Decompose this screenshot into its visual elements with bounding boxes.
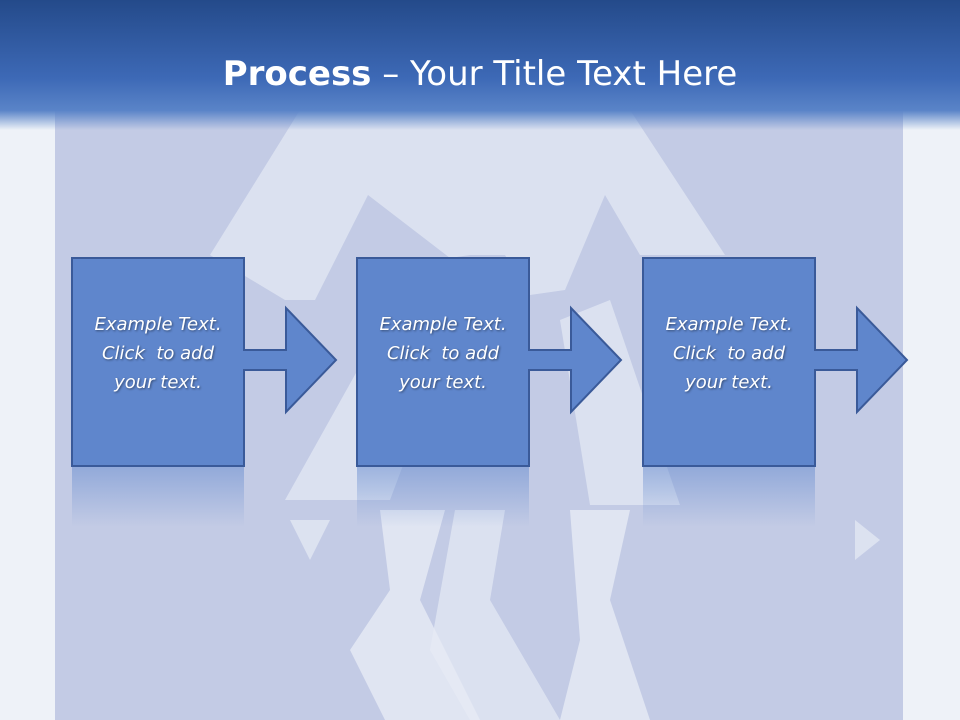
process-step-1[interactable] — [70, 256, 342, 468]
process-step-2[interactable] — [355, 256, 627, 468]
title-bold: Process — [222, 54, 372, 94]
arrow-right-icon — [814, 305, 909, 415]
step-3-line-2: Click to add — [672, 343, 785, 364]
title-rest: – Your Title Text Here — [371, 54, 738, 94]
step-1-text[interactable]: Example Text. Click to add your text. — [72, 310, 244, 397]
process-step-3[interactable] — [641, 256, 913, 468]
step-2-line-1: Example Text. — [379, 314, 507, 335]
step-2-line-2: Click to add — [386, 343, 499, 364]
step-3-text[interactable]: Example Text. Click to add your text. — [643, 310, 815, 397]
arrow-right-icon — [243, 305, 338, 415]
step-1-line-1: Example Text. — [94, 314, 222, 335]
title-bar — [0, 0, 960, 130]
step-3-line-3: your text. — [685, 372, 773, 393]
step-2-line-3: your text. — [399, 372, 487, 393]
step-1-line-2: Click to add — [101, 343, 214, 364]
arrow-right-icon — [528, 305, 623, 415]
step-2-text[interactable]: Example Text. Click to add your text. — [357, 310, 529, 397]
slide-title[interactable]: Process – Your Title Text Here — [0, 52, 960, 96]
step-3-line-1: Example Text. — [665, 314, 793, 335]
step-1-line-3: your text. — [114, 372, 202, 393]
